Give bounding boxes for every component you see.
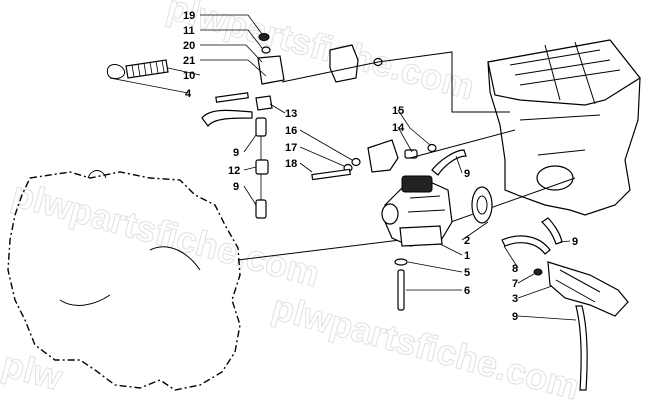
carb-intake — [381, 203, 399, 225]
callout-15: 15 — [392, 105, 404, 117]
callout-13: 13 — [285, 108, 297, 120]
clip-20 — [257, 55, 285, 85]
mounting-bracket — [329, 44, 359, 83]
bolt-21 — [215, 92, 249, 103]
screw-18 — [311, 168, 351, 181]
hose-8 — [501, 235, 551, 255]
callout-16: 16 — [285, 125, 297, 137]
airbox-detail — [519, 114, 601, 156]
callout-9-d: 9 — [572, 236, 578, 248]
carb-detail — [407, 195, 446, 213]
callout-7: 7 — [512, 278, 518, 290]
fitting-13 — [255, 95, 273, 111]
callout-3: 3 — [512, 293, 518, 305]
hose-upper — [201, 109, 253, 127]
callout-labels: 19 11 20 21 10 4 13 16 17 18 9 12 9 15 1… — [183, 10, 578, 323]
callout-1: 1 — [464, 250, 470, 262]
callout-20: 20 — [183, 40, 195, 52]
watermark-bottom: plwpartsfiche.com — [268, 286, 584, 400]
flange-2 — [471, 186, 493, 224]
hose-9e — [575, 305, 588, 391]
clip-5 — [394, 258, 408, 266]
callout-5: 5 — [464, 267, 470, 279]
cable-lower — [409, 129, 516, 159]
spring-10 — [125, 59, 169, 79]
spring-coils — [131, 59, 165, 78]
engine-detail — [59, 170, 201, 306]
callout-14: 14 — [392, 122, 405, 134]
callout-19: 19 — [183, 10, 195, 22]
callout-17: 17 — [285, 142, 297, 154]
carb-top — [401, 175, 433, 193]
watermark-top: plwpartsfiche.com — [163, 0, 479, 108]
washer-11 — [261, 46, 271, 54]
hose-9b — [255, 199, 267, 219]
cable-upper — [281, 51, 510, 113]
callout-9-c: 9 — [464, 168, 470, 180]
fitting-12 — [255, 159, 269, 175]
callout-18: 18 — [285, 158, 297, 170]
airbox-port — [536, 165, 574, 191]
airbox-ribs — [509, 41, 621, 105]
callout-6: 6 — [464, 285, 470, 297]
needle-6 — [397, 269, 405, 311]
washer-19 — [258, 33, 270, 41]
bracket-lower — [367, 139, 399, 173]
washer-7 — [533, 268, 543, 276]
fuel-pump-3 — [547, 261, 629, 317]
callout-10: 10 — [183, 70, 195, 82]
watermark-left: plw — [0, 343, 67, 398]
callout-2: 2 — [464, 235, 470, 247]
carburetor — [381, 175, 453, 247]
hose-9d — [541, 217, 563, 245]
flange-2-inner — [476, 195, 488, 215]
callout-4: 4 — [185, 88, 192, 100]
hose-9a — [255, 117, 267, 137]
callout-21: 21 — [183, 55, 195, 67]
callout-8: 8 — [512, 263, 518, 275]
leader-lines — [109, 14, 577, 321]
carb-bowl — [399, 225, 443, 247]
callout-9-e: 9 — [512, 311, 518, 323]
nut-14 — [427, 143, 437, 153]
callout-12: 12 — [228, 165, 240, 177]
spring-4 — [106, 64, 126, 80]
fuel-pump-detail — [555, 269, 601, 303]
washer-16 — [351, 157, 361, 167]
airbox — [487, 39, 641, 216]
callout-9-b: 9 — [233, 181, 239, 193]
watermark-middle: plwpartsfiche.com — [8, 173, 324, 294]
callout-11: 11 — [183, 25, 195, 37]
vent-hose-9c — [431, 149, 467, 176]
callout-9-a: 9 — [233, 147, 239, 159]
engine-outline — [7, 171, 241, 391]
